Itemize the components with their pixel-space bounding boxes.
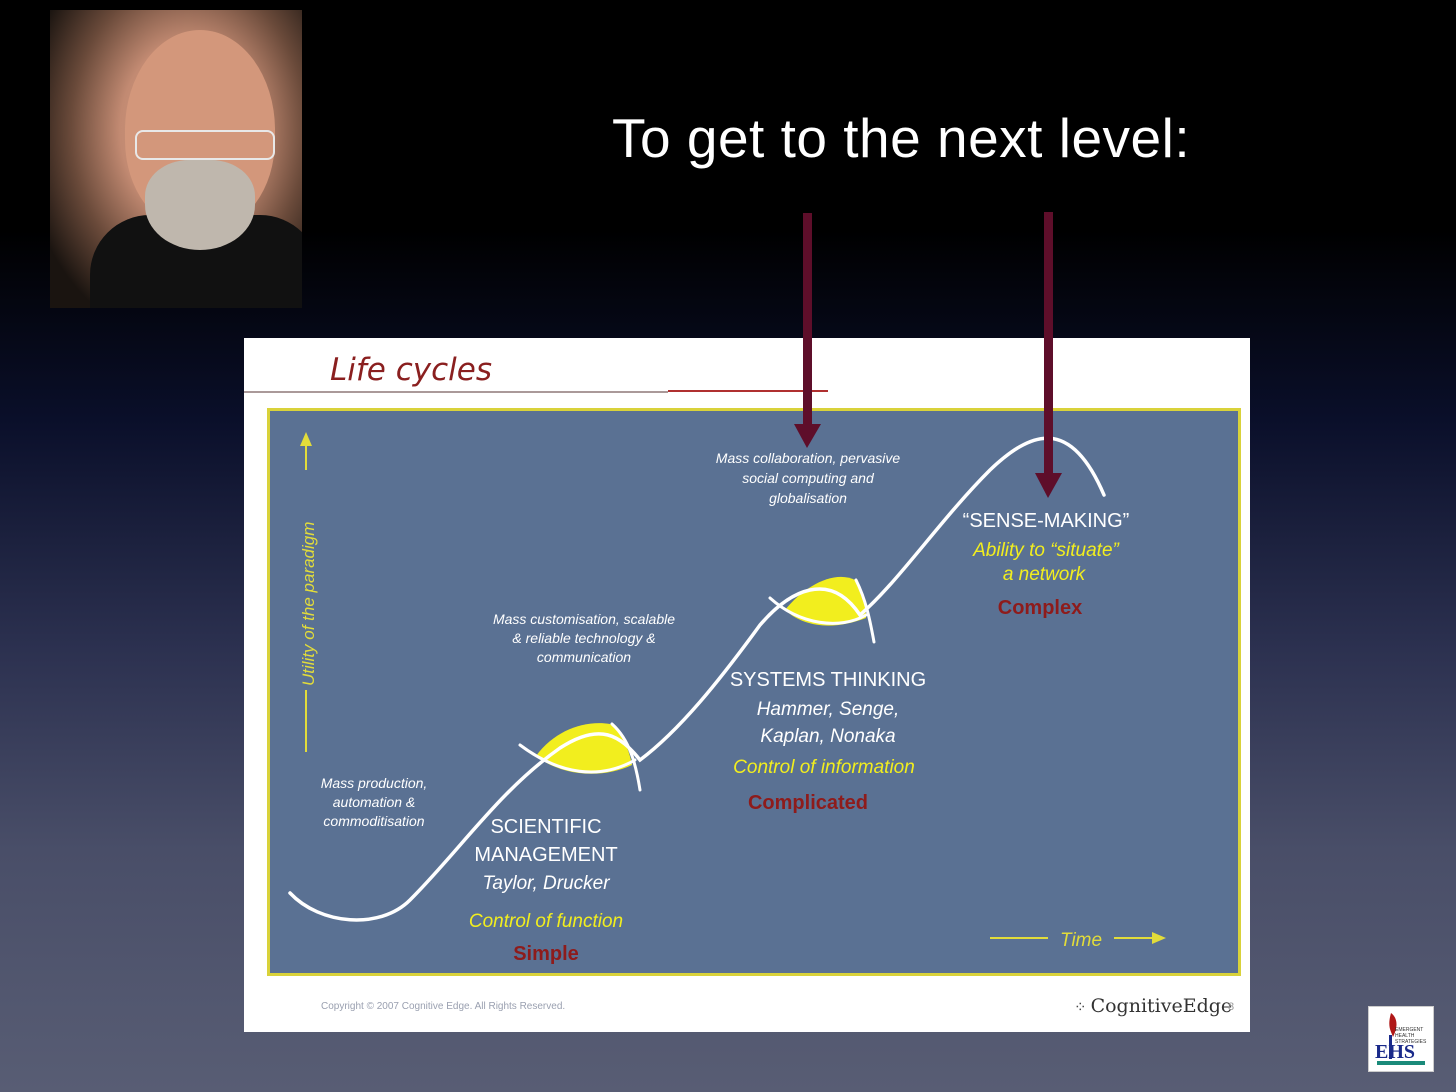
arrow-2-shaft — [1044, 212, 1053, 477]
arrow-2-head — [1035, 473, 1062, 498]
embedded-slide: Life cycles Copyright © 2007 Cognitive E… — [244, 338, 1250, 1032]
era3-driver-line3: globalisation — [769, 490, 847, 506]
era2-driver-line1: Mass customisation, scalable — [493, 611, 675, 627]
era1-driver-line1: Mass production, — [321, 775, 428, 791]
era2-people-line1: Hammer, Senge, — [757, 699, 900, 720]
headline: To get to the next level: — [612, 107, 1191, 169]
slide-accent-rule — [668, 390, 828, 392]
curve-tail-1b — [610, 722, 642, 792]
era3-ability-line2: a network — [1003, 564, 1087, 585]
era1-name-line1: SCIENTIFIC — [490, 816, 601, 838]
brand-text: CognitiveEdge — [1090, 995, 1233, 1017]
slide-copyright: Copyright © 2007 Cognitive Edge. All Rig… — [321, 1001, 566, 1012]
era2-driver-line3: communication — [537, 649, 631, 665]
era1-driver-line2: automation & — [333, 794, 416, 810]
era2-people-line2: Kaplan, Nonaka — [760, 726, 895, 747]
curve-tail-2 — [768, 596, 868, 625]
era1-name-line2: MANAGEMENT — [474, 844, 617, 866]
era-sense-making: Mass collaboration, pervasive social com… — [716, 450, 1130, 619]
cognitive-edge-logo: ⁘CognitiveEdge — [1074, 995, 1232, 1017]
curve-tail-2b — [854, 578, 876, 644]
era2-name: SYSTEMS THINKING — [730, 669, 926, 691]
era3-name: “SENSE-MAKING” — [963, 510, 1130, 532]
x-axis-label: Time — [1060, 930, 1102, 951]
era1-driver-line3: commoditisation — [323, 813, 424, 829]
slide-title-rule — [244, 391, 668, 393]
curve-tail-1 — [518, 743, 637, 774]
flame-icon — [1377, 1013, 1425, 1065]
y-axis-arrowhead — [300, 432, 312, 446]
era-scientific-management: Mass production, automation & commoditis… — [321, 775, 623, 965]
slide-page-number: 8 — [1228, 1001, 1235, 1013]
logo-initials: EHS — [1375, 1041, 1416, 1063]
arrow-1-head — [794, 424, 821, 448]
era1-people: Taylor, Drucker — [482, 873, 610, 894]
era2-control: Control of information — [733, 757, 915, 778]
era2-domain: Complicated — [748, 792, 868, 814]
photo-beard — [145, 160, 255, 250]
x-axis-arrowhead — [1152, 932, 1166, 944]
photo-glasses — [135, 130, 275, 160]
ehs-logo: EMERGENT HEALTH STRATEGIES EHS — [1368, 1006, 1434, 1072]
speaker-photo — [50, 10, 302, 308]
era2-driver-line2: & reliable technology & — [512, 630, 655, 646]
era1-control: Control of function — [469, 911, 623, 932]
life-cycle-curve — [288, 436, 1106, 922]
transition-lens-2 — [785, 576, 866, 626]
era3-driver-line1: Mass collaboration, pervasive — [716, 450, 901, 466]
dots-icon: ⁘ — [1074, 998, 1087, 1016]
era3-domain: Complex — [998, 597, 1082, 619]
era1-domain: Simple — [513, 943, 579, 965]
arrow-1-shaft — [803, 213, 812, 428]
era3-driver-line2: social computing and — [742, 470, 875, 486]
era3-ability-line1: Ability to “situate” — [972, 540, 1120, 561]
logo-text: EMERGENT HEALTH STRATEGIES — [1395, 1027, 1427, 1045]
era-systems-thinking: Mass customisation, scalable & reliable … — [493, 611, 926, 814]
y-axis-label: Utility of the paradigm — [299, 522, 318, 686]
slide-title: Life cycles — [330, 352, 492, 388]
